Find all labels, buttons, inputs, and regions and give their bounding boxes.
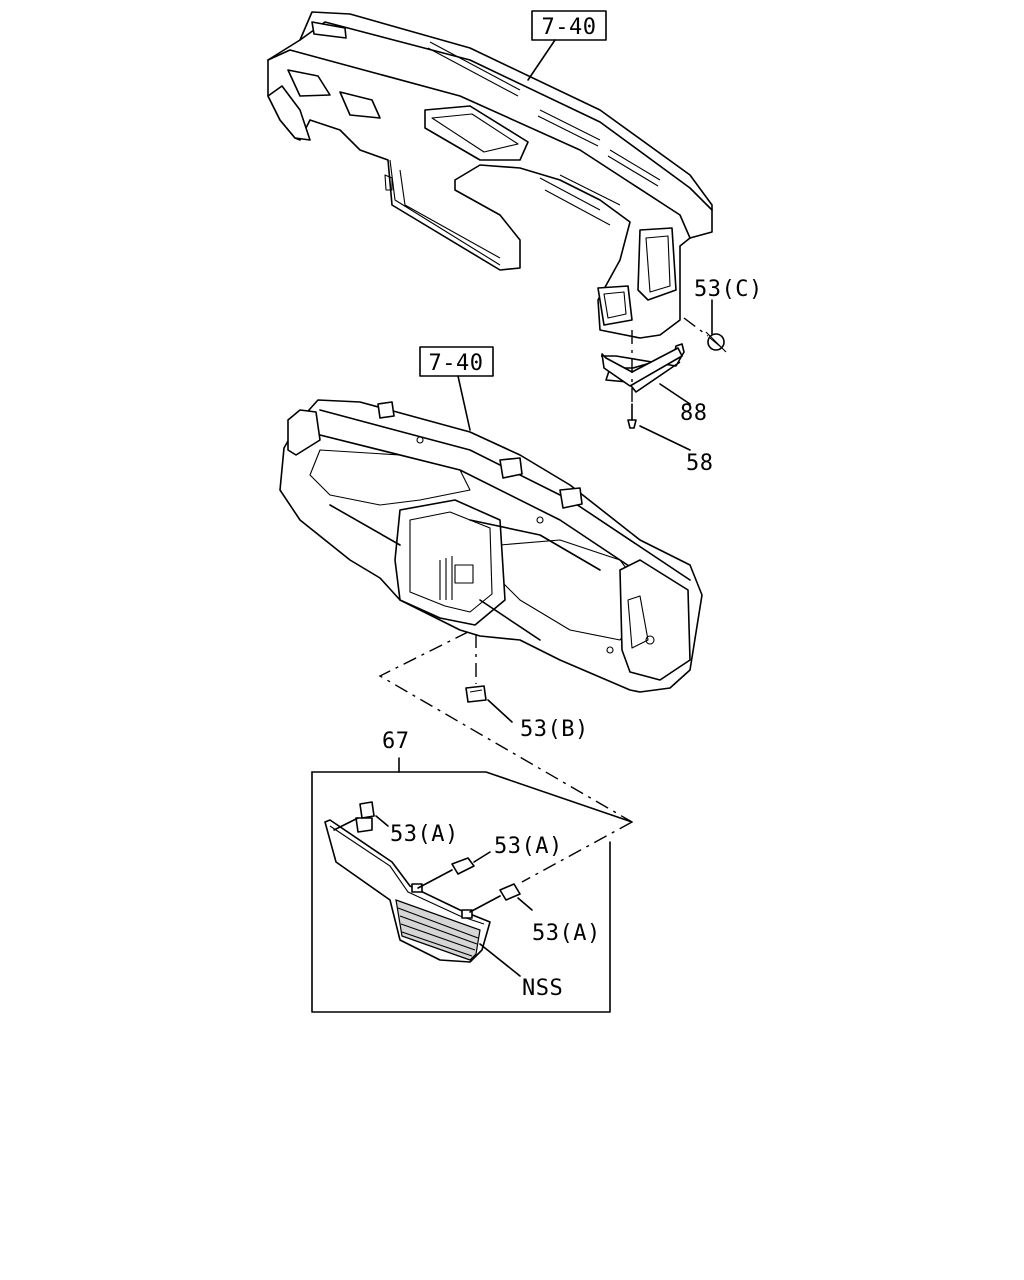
guide-line-right xyxy=(521,821,633,883)
clip-53a-2: 53(A) xyxy=(417,834,563,889)
label-53c: 53(C) xyxy=(694,277,763,302)
label-53a-1: 53(A) xyxy=(390,822,459,847)
label-53b: 53(B) xyxy=(520,717,589,742)
part-53b-clip: 53(B) xyxy=(465,634,589,742)
label-67: 67 xyxy=(382,729,410,754)
guide-line-left xyxy=(378,631,633,823)
label-58: 58 xyxy=(686,451,714,476)
label-88: 88 xyxy=(680,401,708,426)
reference-box-lower: 7-40 xyxy=(419,346,494,431)
label-nss: NSS xyxy=(522,976,563,1001)
clip-53a-1: 53(A) xyxy=(333,801,459,847)
clip-53a-3: 53(A) xyxy=(469,883,601,946)
label-53a-2: 53(A) xyxy=(494,834,563,859)
ref-label-upper: 7-40 xyxy=(542,15,597,40)
instrument-panel-upper xyxy=(267,11,713,339)
part-67-group-box: 67 xyxy=(311,729,633,1013)
reference-box-upper: 7-40 xyxy=(527,10,607,81)
label-53a-3: 53(A) xyxy=(532,921,601,946)
part-53c-clip: 53(C) xyxy=(683,277,763,353)
ref-label-lower: 7-40 xyxy=(429,351,484,376)
nss-callout: NSS xyxy=(479,943,563,1001)
bezel-nss xyxy=(324,817,491,963)
part-58-screw: 58 xyxy=(627,403,714,476)
cross-car-beam xyxy=(279,399,703,693)
part-88-bracket: 88 xyxy=(601,330,708,426)
